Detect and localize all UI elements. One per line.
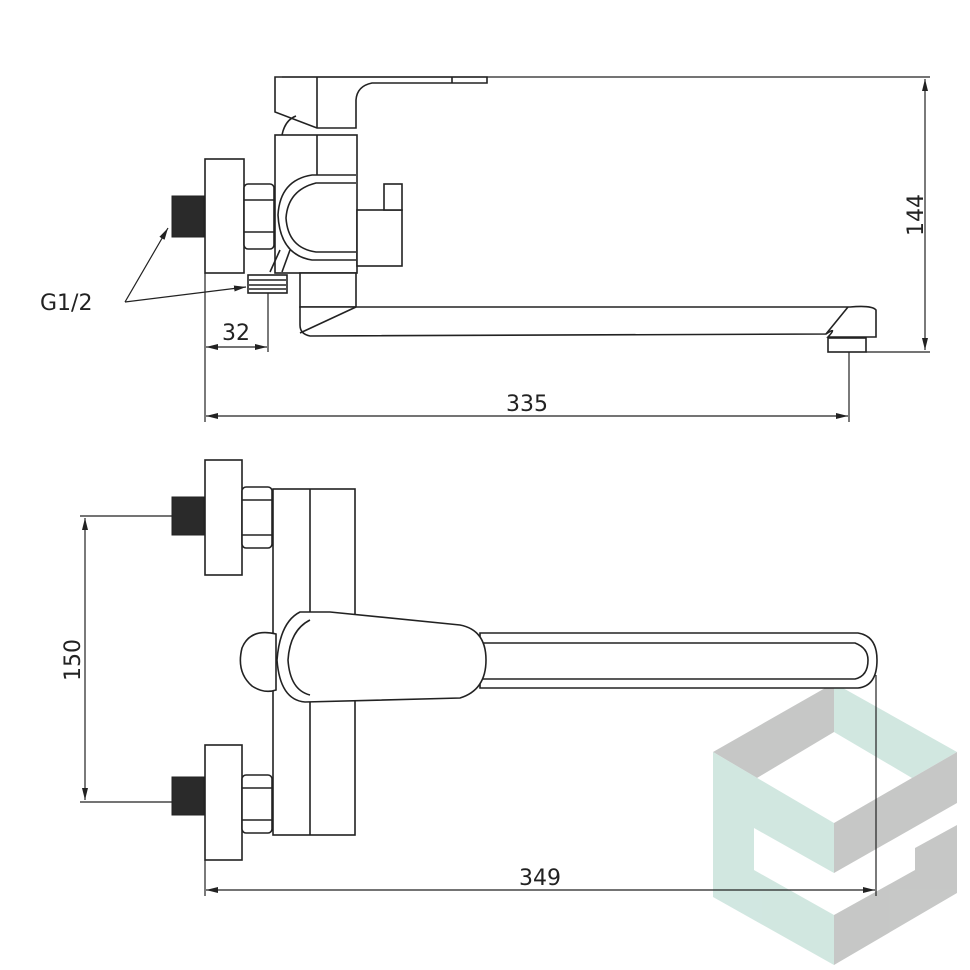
spout-base [299, 272, 357, 308]
dim-label-349: 349 [519, 866, 561, 891]
inlet-thread [171, 195, 205, 238]
handle-lever-top [276, 611, 487, 703]
wall-flange [204, 158, 245, 274]
dim-label-150: 150 [61, 639, 86, 681]
spout-top [479, 632, 878, 689]
top-view: 150 349 [61, 459, 878, 896]
hex-nut-lower [241, 774, 273, 834]
dim-label-335: 335 [506, 392, 548, 417]
cartridge-curve [277, 174, 356, 261]
logo-face-gray-mid [834, 752, 957, 873]
dim-label-144: 144 [904, 194, 929, 236]
outlet-thread [247, 274, 288, 294]
wall-flange-lower [204, 744, 243, 861]
aerator [827, 337, 867, 353]
hex-nut-upper [241, 486, 273, 549]
diverter-knob-top [239, 631, 277, 693]
hex-nut [243, 183, 275, 250]
diverter-tab [383, 183, 403, 211]
logo-face-gray-top [713, 683, 834, 778]
inlet-thread-upper [171, 496, 205, 536]
thread-label-g12: G1/2 [40, 291, 92, 316]
logo-face-green-top [834, 683, 957, 778]
wall-flange-upper [204, 459, 243, 576]
logo-face-gray-bottom [834, 825, 957, 965]
side-view: 144 32 335 G1/2 [40, 76, 930, 422]
inlet-thread-lower [171, 776, 205, 816]
logo-face-green-left [713, 752, 834, 965]
diverter-knob [356, 209, 403, 267]
dim-label-32: 32 [222, 321, 250, 346]
spout-pipe [299, 305, 877, 338]
handle-lever [274, 76, 488, 129]
watermark-logo [713, 683, 957, 965]
